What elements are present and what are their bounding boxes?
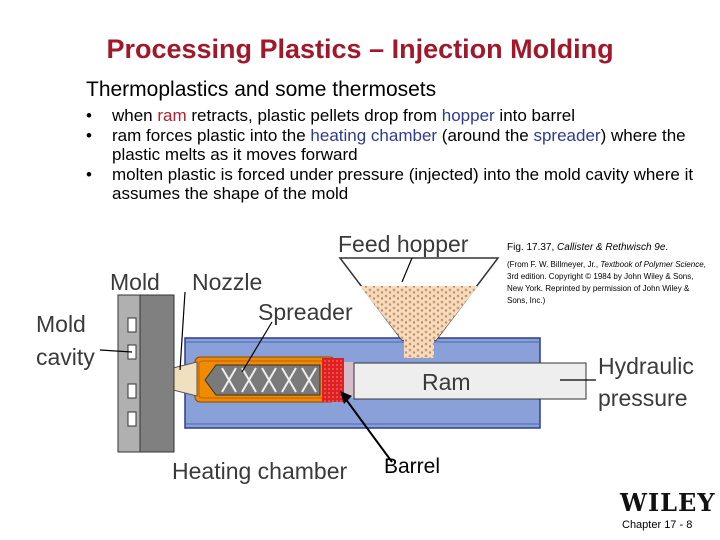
label-spreader: Spreader [258,299,353,325]
bullet-item: ram forces plastic into the heating cham… [84,126,704,164]
mold-plate-back [139,294,175,453]
label-mold: Mold [110,269,160,295]
leader-lines [99,257,596,381]
term-hopper: hopper [441,106,495,125]
label-ram: Ram [422,369,471,395]
bullet-list: when ram retracts, plastic pellets drop … [84,106,704,204]
label-pressure: pressure [598,385,687,411]
ram [353,362,587,400]
bullet-item: when ram retracts, plastic pellets drop … [84,106,704,125]
term-heating-chamber: heating chamber [310,126,438,145]
barrel-pointer [344,397,393,463]
slide-footer: Chapter 17 - 8 [622,519,693,531]
wiley-logo: WILEY [620,488,716,517]
slide-subtitle: Thermoplastics and some thermosets [86,78,437,101]
label-mold-cavity-2: cavity [36,344,95,370]
figure-credit: (From F. W. Billmeyer, Jr., Textbook of … [507,260,706,305]
spreader-fins [221,367,317,393]
term-spreader: spreader [533,126,601,145]
figure-caption: Fig. 17.37, Callister & Rethwisch 9e. [507,242,669,253]
label-barrel: Barrel [384,455,441,478]
bullet-item: molten plastic is forced under pressure … [84,165,704,203]
label-mold-cavity-1: Mold [36,311,86,337]
molten-plastic [322,358,344,402]
label-feed-hopper: Feed hopper [338,231,469,257]
term-ram: ram [157,106,187,125]
label-nozzle: Nozzle [192,269,262,295]
label-heating-chamber: Heating chamber [172,458,347,484]
hopper-pellets [360,286,478,340]
label-hydraulic: Hydraulic [598,353,694,379]
slide-title: Processing Plastics – Injection Molding [106,34,614,64]
